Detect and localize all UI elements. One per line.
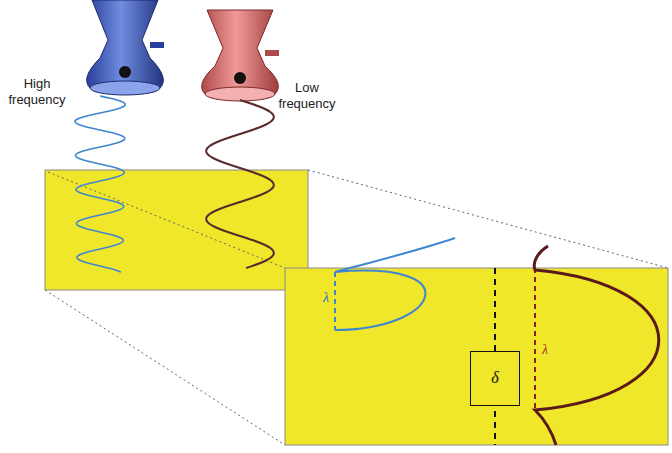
wavelength-marker (334, 272, 336, 330)
zoom-lines (45, 170, 668, 445)
delta-box: δ (470, 351, 520, 406)
high-frequency-speaker (87, 0, 164, 95)
high-frequency-wave (75, 96, 125, 272)
zoom-panel (285, 268, 668, 445)
small-panel (45, 170, 308, 290)
low-frequency-wave (206, 100, 274, 268)
wavelength-marker (534, 268, 536, 410)
wavelength-symbol: λ (320, 290, 332, 307)
low-frequency-speaker (202, 10, 279, 101)
speaker-label: Low frequency (272, 80, 342, 111)
delta-symbol: δ (491, 369, 498, 387)
wave-traces (75, 96, 274, 272)
speaker-label: High frequency (2, 76, 72, 107)
high-frequency-wave (335, 238, 455, 330)
low-frequency-wave (534, 246, 659, 445)
wavelength-symbol: λ (539, 342, 551, 359)
